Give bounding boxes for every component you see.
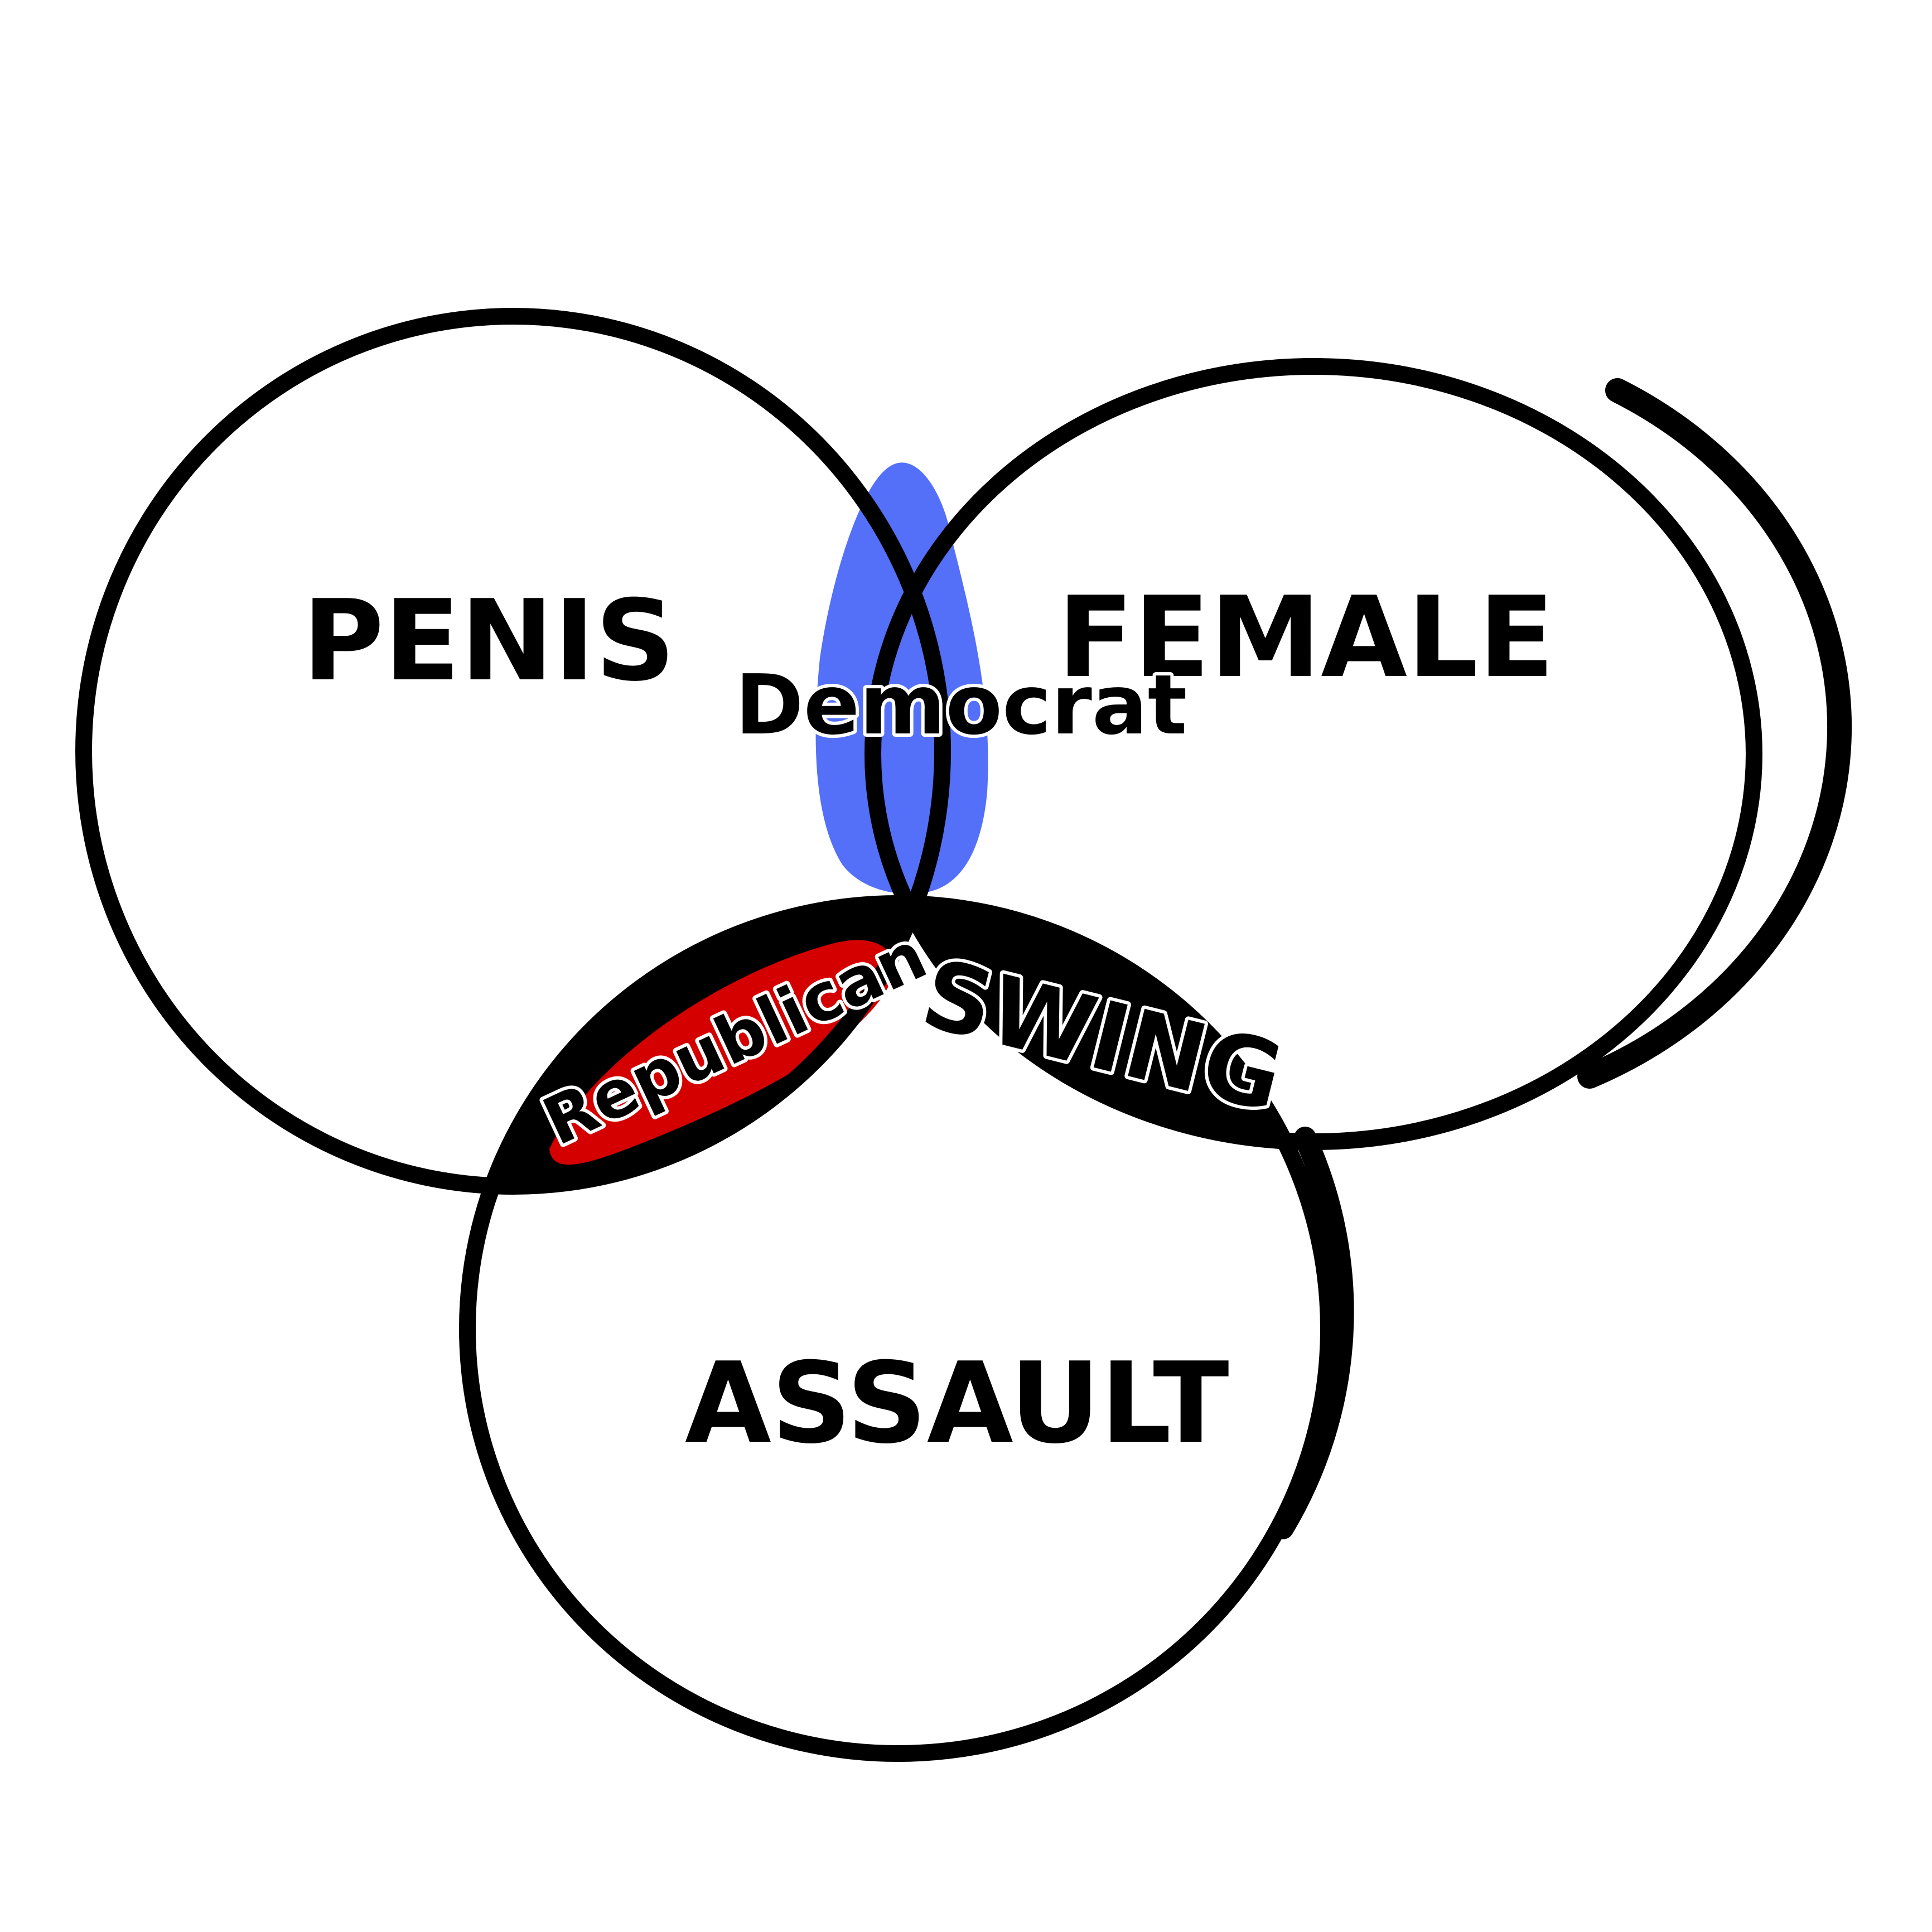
set-label-assault: ASSAULT <box>685 1339 1229 1469</box>
set-label-penis: PENIS <box>302 576 675 706</box>
assault-circle <box>459 895 1337 1762</box>
female-circle-heavy-right <box>1577 378 1852 1089</box>
set-label-female: FEMALE <box>1057 573 1554 703</box>
republican-blob <box>549 940 893 1165</box>
assault-circle-heavy-right <box>1272 1127 1354 1539</box>
region-label-democrat: Democrat <box>735 657 1187 753</box>
penis-circle <box>75 308 951 1195</box>
